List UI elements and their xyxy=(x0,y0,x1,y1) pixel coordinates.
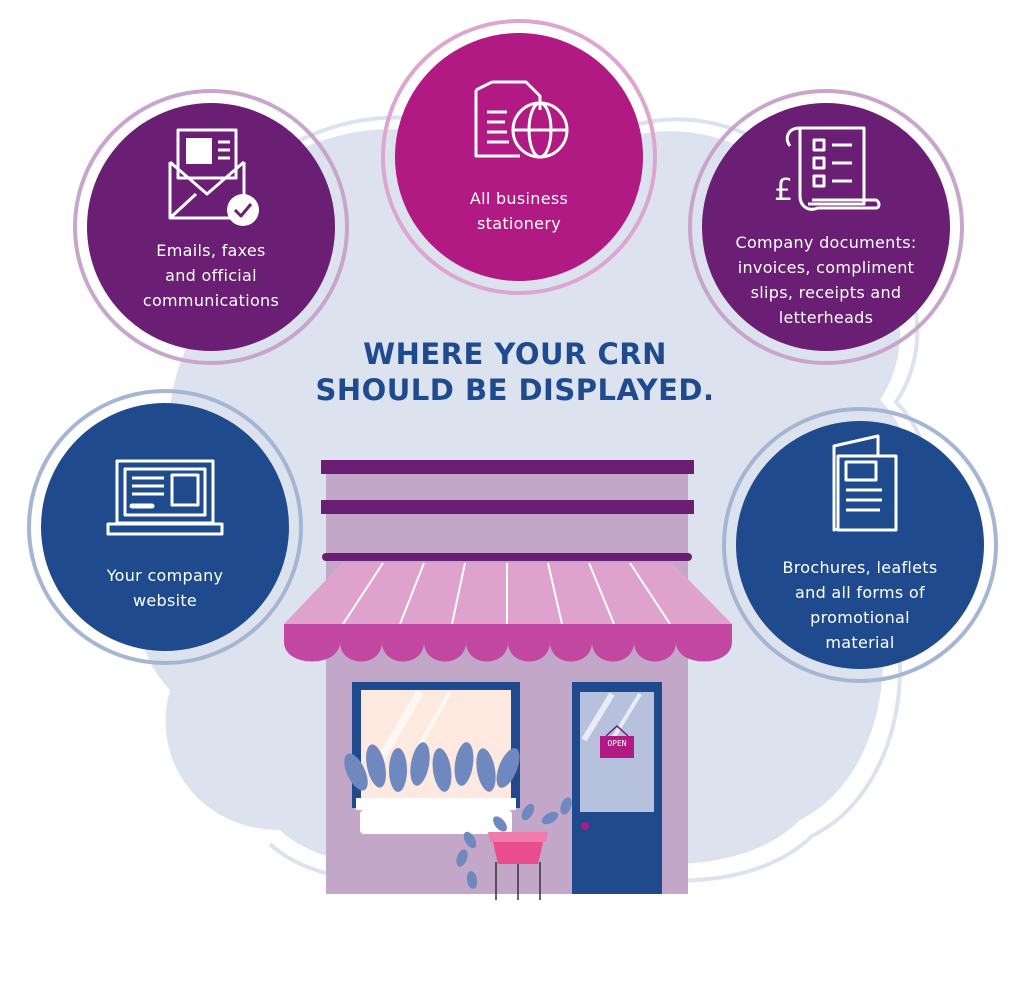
item-brochures-label: Brochures, leaflets and all forms of pro… xyxy=(750,555,970,655)
item-label-line: Brochures, leaflets xyxy=(782,558,938,577)
item-label-line: material xyxy=(825,633,895,652)
open-sign xyxy=(600,736,634,758)
page-title: WHERE YOUR CRN SHOULD BE DISPLAYED. xyxy=(280,336,750,408)
svg-text:£: £ xyxy=(774,173,793,208)
item-label-line: Your company xyxy=(106,566,224,585)
open-sign-label: OPEN xyxy=(607,739,627,748)
brochure-icon xyxy=(832,434,898,532)
envelope-check-icon xyxy=(168,128,259,226)
item-brochures xyxy=(722,407,998,683)
item-label-line: invoices, compliment xyxy=(737,258,915,277)
item-label-line: Company documents: xyxy=(735,233,917,252)
item-label-line: communications xyxy=(142,291,280,310)
item-label-line: and official xyxy=(165,266,257,285)
document-globe-icon xyxy=(474,80,569,159)
item-label-line: slips, receipts and xyxy=(750,283,902,302)
shopfront-illustration xyxy=(284,460,732,900)
title-line-1: WHERE YOUR CRN xyxy=(363,337,667,371)
item-website-label: Your company website xyxy=(65,563,265,613)
item-label-line: Emails, faxes xyxy=(156,241,266,260)
item-company-documents-label: Company documents: invoices, compliment … xyxy=(711,230,941,330)
title-line-2: SHOULD BE DISPLAYED. xyxy=(315,373,715,407)
item-emails xyxy=(73,89,349,365)
item-emails-label: Emails, faxes and official communication… xyxy=(111,238,311,313)
item-company-documents: £ xyxy=(688,89,964,365)
item-label-line: promotional xyxy=(810,608,910,627)
item-label-line: and all forms of xyxy=(795,583,925,602)
item-label-line: stationery xyxy=(477,214,561,233)
item-website xyxy=(27,389,303,665)
laptop-icon xyxy=(106,459,224,536)
item-label-line: All business xyxy=(469,189,569,208)
item-stationery xyxy=(381,19,657,295)
item-label-line: website xyxy=(132,591,198,610)
receipt-pound-icon: £ xyxy=(774,126,881,211)
item-label-line: letterheads xyxy=(778,308,874,327)
item-stationery-label: All business stationery xyxy=(419,186,619,236)
